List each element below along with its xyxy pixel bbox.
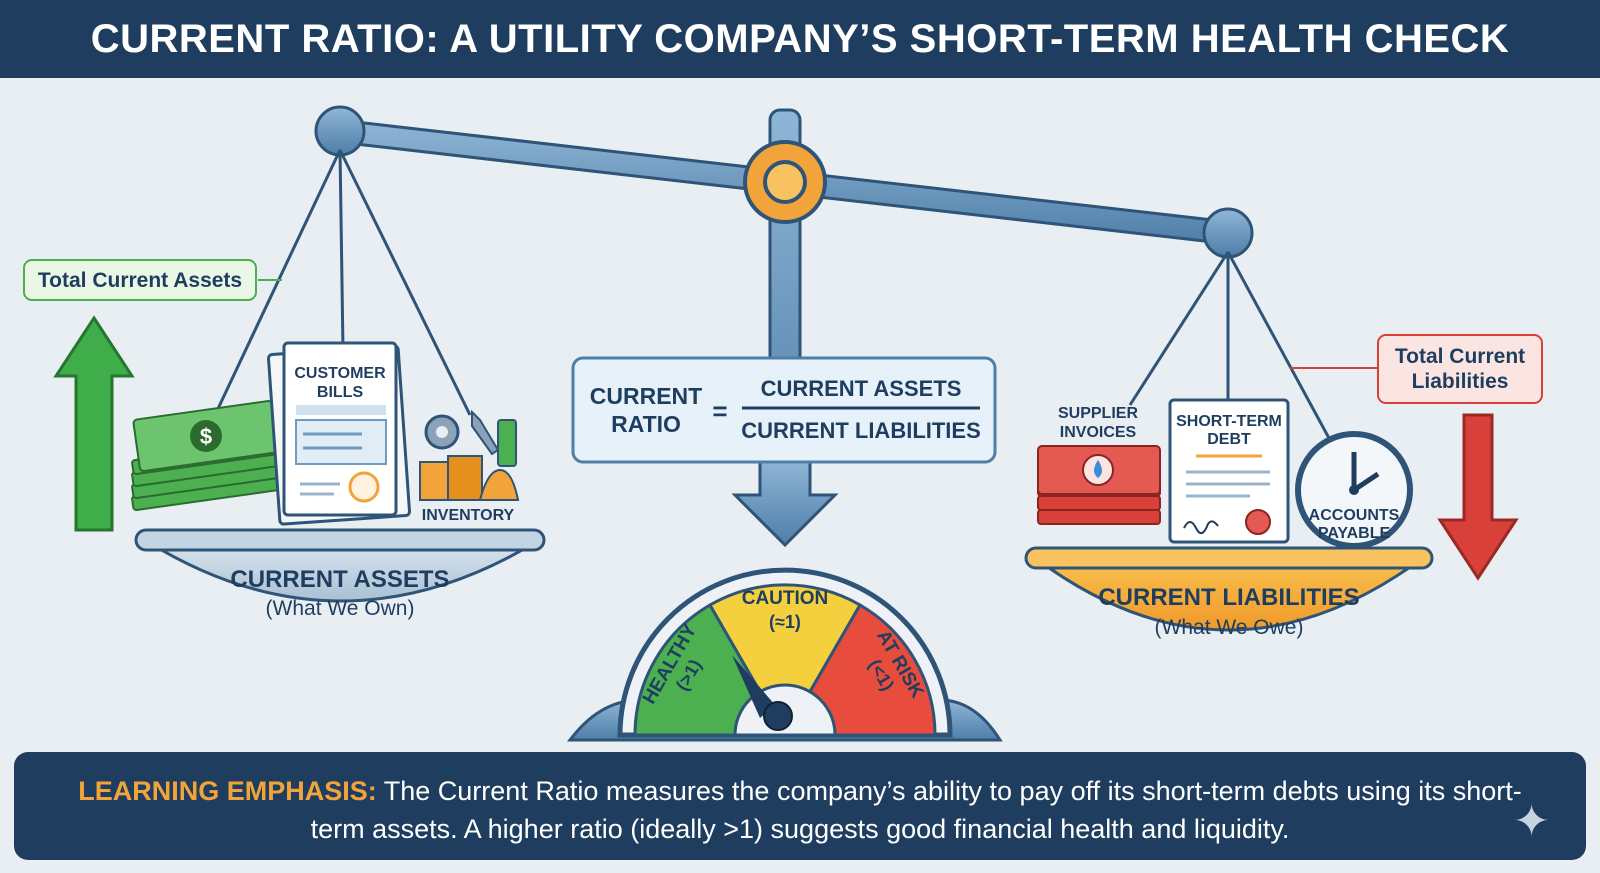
current-assets-title: CURRENT ASSETS bbox=[230, 566, 449, 593]
short-term-debt-label-line1: SHORT-TERM bbox=[1176, 413, 1282, 430]
gauge-caution-label: CAUTION bbox=[742, 588, 829, 609]
learning-emphasis-panel: LEARNING EMPHASIS: The Current Ratio mea… bbox=[14, 752, 1586, 860]
down-arrow-icon bbox=[1437, 413, 1519, 581]
accounts-payable-label-line1: ACCOUNTS bbox=[1309, 507, 1400, 524]
inventory-label: INVENTORY bbox=[422, 507, 515, 524]
total-current-liabilities-label-line2: Liabilities bbox=[1412, 370, 1509, 393]
scale-beam bbox=[314, 105, 1254, 259]
up-arrow-icon bbox=[53, 315, 135, 532]
learning-emphasis-label: LEARNING EMPHASIS: bbox=[78, 776, 377, 806]
total-current-liabilities-callout: Total Current Liabilities bbox=[1290, 334, 1543, 404]
current-liabilities-subtitle: (What We Owe) bbox=[1155, 616, 1304, 639]
gauge-caution-zone bbox=[707, 583, 863, 739]
formula-denominator: CURRENT LIABILITIES bbox=[741, 418, 981, 443]
seal-icon bbox=[1245, 509, 1271, 535]
short-term-debt-label-line2: DEBT bbox=[1207, 431, 1251, 448]
short-term-debt-icon: SHORT-TERM DEBT bbox=[1168, 398, 1290, 544]
customer-bills-label-line2: BILLS bbox=[317, 384, 364, 401]
accounts-payable-label-line2: PAYABLE bbox=[1318, 525, 1391, 542]
wrench-icon bbox=[471, 409, 500, 456]
right-pan-strings bbox=[1128, 251, 1332, 441]
supplier-invoices-icon: SUPPLIER INVOICES bbox=[1037, 405, 1161, 525]
total-current-liabilities-label-line1: Total Current bbox=[1395, 345, 1525, 368]
current-liabilities-title: CURRENT LIABILITIES bbox=[1098, 584, 1359, 611]
formula-numerator: CURRENT ASSETS bbox=[761, 376, 962, 401]
water-drop-icon bbox=[1094, 460, 1102, 478]
formula-lhs-line2: RATIO bbox=[611, 411, 681, 437]
cash-stack-icon: $ bbox=[131, 400, 283, 511]
customer-bills-icon: CUSTOMER BILLS bbox=[266, 341, 412, 526]
customer-bills-label-line1: CUSTOMER bbox=[294, 365, 386, 382]
health-gauge: HEALTHY (>1) CAUTION (≈1) AT RISK (<1) bbox=[566, 567, 1003, 742]
svg-text:$: $ bbox=[200, 424, 212, 449]
gauge-caution-range: (≈1) bbox=[769, 612, 801, 632]
current-assets-subtitle: (What We Own) bbox=[266, 597, 415, 620]
accounts-payable-icon: ACCOUNTS PAYABLE bbox=[1295, 431, 1413, 549]
plug-icon bbox=[348, 471, 380, 503]
gauge-needle bbox=[732, 655, 775, 718]
supplier-invoices-label-line1: SUPPLIER bbox=[1058, 405, 1138, 422]
formula-lhs-line1: CURRENT bbox=[590, 383, 702, 409]
box-icon bbox=[419, 461, 451, 501]
formula-equals: = bbox=[712, 396, 727, 426]
learning-emphasis-text: The Current Ratio measures the company’s… bbox=[310, 776, 1522, 844]
page-title: CURRENT RATIO: A UTILITY COMPANY’S SHORT… bbox=[0, 0, 1600, 78]
inventory-icon: INVENTORY bbox=[419, 409, 520, 524]
total-current-assets-label: Total Current Assets bbox=[38, 269, 242, 292]
supplier-invoices-label-line2: INVOICES bbox=[1060, 424, 1137, 441]
total-current-assets-callout: Total Current Assets bbox=[23, 259, 282, 301]
right-scale-pan: CURRENT LIABILITIES (What We Owe) bbox=[1024, 546, 1434, 639]
balance-scale-diagram: Total Current Assets Total Current Liabi… bbox=[23, 105, 1543, 742]
current-ratio-formula: CURRENT RATIO = CURRENT ASSETS CURRENT L… bbox=[571, 356, 997, 464]
sparkle-icon: ✦ bbox=[1513, 797, 1550, 846]
left-scale-pan: CURRENT ASSETS (What We Own) bbox=[134, 528, 546, 620]
signature-icon bbox=[1183, 520, 1219, 535]
left-pan-strings bbox=[213, 149, 472, 416]
